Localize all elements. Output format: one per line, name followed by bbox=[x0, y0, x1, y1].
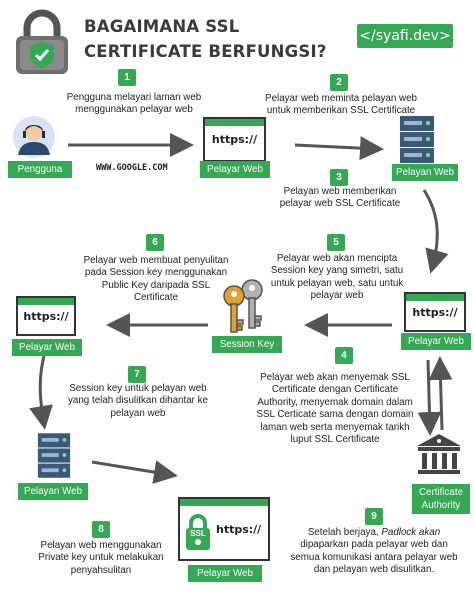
step-4-text: Pelayar web akan menyemak SSL Certificat… bbox=[256, 372, 414, 446]
step-3-text: Pelayan web memberikan pelayar web SSL C… bbox=[279, 186, 401, 210]
page-title: BAGAIMANA SSL CERTIFICATE BERFUNGSI? bbox=[84, 14, 354, 64]
browser-https-text-right: https:// bbox=[412, 306, 458, 319]
step-5-text: Pelayar web akan mencipta Session key ya… bbox=[270, 253, 404, 302]
label-server-left: Pelayan Web bbox=[18, 483, 88, 500]
browser-https-text-left: https:// bbox=[23, 310, 69, 323]
step-8-badge: 8 bbox=[92, 521, 110, 538]
bank-building-icon bbox=[414, 432, 464, 478]
arrow-ca-to-browser bbox=[428, 356, 453, 431]
label-browser-right: Pelayar Web bbox=[401, 333, 471, 350]
step-9-text-after: dipaparkan pada pelayar web dan semua ko… bbox=[290, 539, 458, 576]
label-certificate-authority: Certificate Authority bbox=[412, 484, 470, 514]
title-line-2: CERTIFICATE BERFUNGSI? bbox=[84, 42, 327, 61]
step-9-badge: 9 bbox=[365, 508, 383, 525]
server-rack-icon bbox=[398, 116, 436, 164]
ssl-text: SSL bbox=[190, 529, 206, 538]
url-text: WWW.GOOGLE.COM bbox=[96, 163, 168, 173]
step-5-badge: 5 bbox=[327, 234, 345, 251]
browser-https-text-bottom: https:// bbox=[216, 523, 262, 536]
browser-window-icon-right: https:// bbox=[404, 292, 466, 332]
step-1-text: Pengguna melayari laman web menggunakan … bbox=[66, 92, 202, 116]
label-browser-left: Pelayar Web bbox=[12, 339, 82, 356]
title-padlock-icon bbox=[10, 8, 74, 76]
step-1-badge: 1 bbox=[118, 69, 136, 86]
label-browser-top: Pelayar Web bbox=[200, 161, 270, 178]
browser-window-icon: https:// bbox=[203, 117, 266, 162]
server-rack-icon-left bbox=[36, 433, 72, 479]
step-2-text: Pelayar web meminta pelayan web untuk me… bbox=[265, 93, 417, 117]
step-7-badge: 7 bbox=[128, 366, 146, 383]
arrow-browser-to-ca bbox=[417, 359, 442, 436]
label-ca-line-1: Certificate bbox=[418, 487, 464, 498]
label-ca-line-2: Authority bbox=[421, 500, 461, 511]
ssl-padlock-icon: SSL bbox=[185, 513, 211, 551]
label-server-top: Pelayan Web bbox=[392, 164, 458, 181]
title-line-1: BAGAIMANA SSL bbox=[84, 17, 240, 36]
arrow-server-to-browser-right bbox=[422, 189, 449, 274]
arrow-browser-left-to-server bbox=[29, 355, 53, 430]
arrow-server-to-ssl-browser bbox=[91, 460, 178, 484]
step-9-text-before: Setelah berjaya, bbox=[307, 527, 382, 538]
step-9-text: Setelah berjaya, Padlock akan dipaparkan… bbox=[288, 527, 460, 577]
label-user: Pengguna bbox=[8, 161, 72, 178]
arrow-browser-to-server bbox=[294, 136, 384, 161]
step-9-text-italic: Padlock akan bbox=[381, 527, 441, 538]
user-avatar-icon bbox=[12, 115, 56, 159]
step-3-badge: 3 bbox=[330, 169, 348, 186]
browser-ssl-window-icon: SSL https:// bbox=[178, 497, 270, 561]
step-4-badge: 4 bbox=[335, 347, 353, 364]
brand-badge: </syafi.dev> bbox=[357, 24, 453, 48]
step-8-text: Pelayan web menggunakan Private key untu… bbox=[38, 540, 164, 576]
step-6-text: Pelayar web membuat penyulitan pada Sess… bbox=[83, 255, 229, 304]
label-browser-bottom: Pelayar Web bbox=[188, 565, 262, 582]
step-2-badge: 2 bbox=[330, 74, 348, 91]
browser-window-icon-left: https:// bbox=[16, 296, 76, 336]
browser-https-text: https:// bbox=[211, 133, 258, 146]
label-session-key: Session Key bbox=[212, 336, 282, 353]
step-6-badge: 6 bbox=[146, 234, 164, 251]
keys-icon bbox=[216, 276, 272, 336]
step-7-text: Session key untuk pelayan web yang telah… bbox=[68, 383, 208, 419]
